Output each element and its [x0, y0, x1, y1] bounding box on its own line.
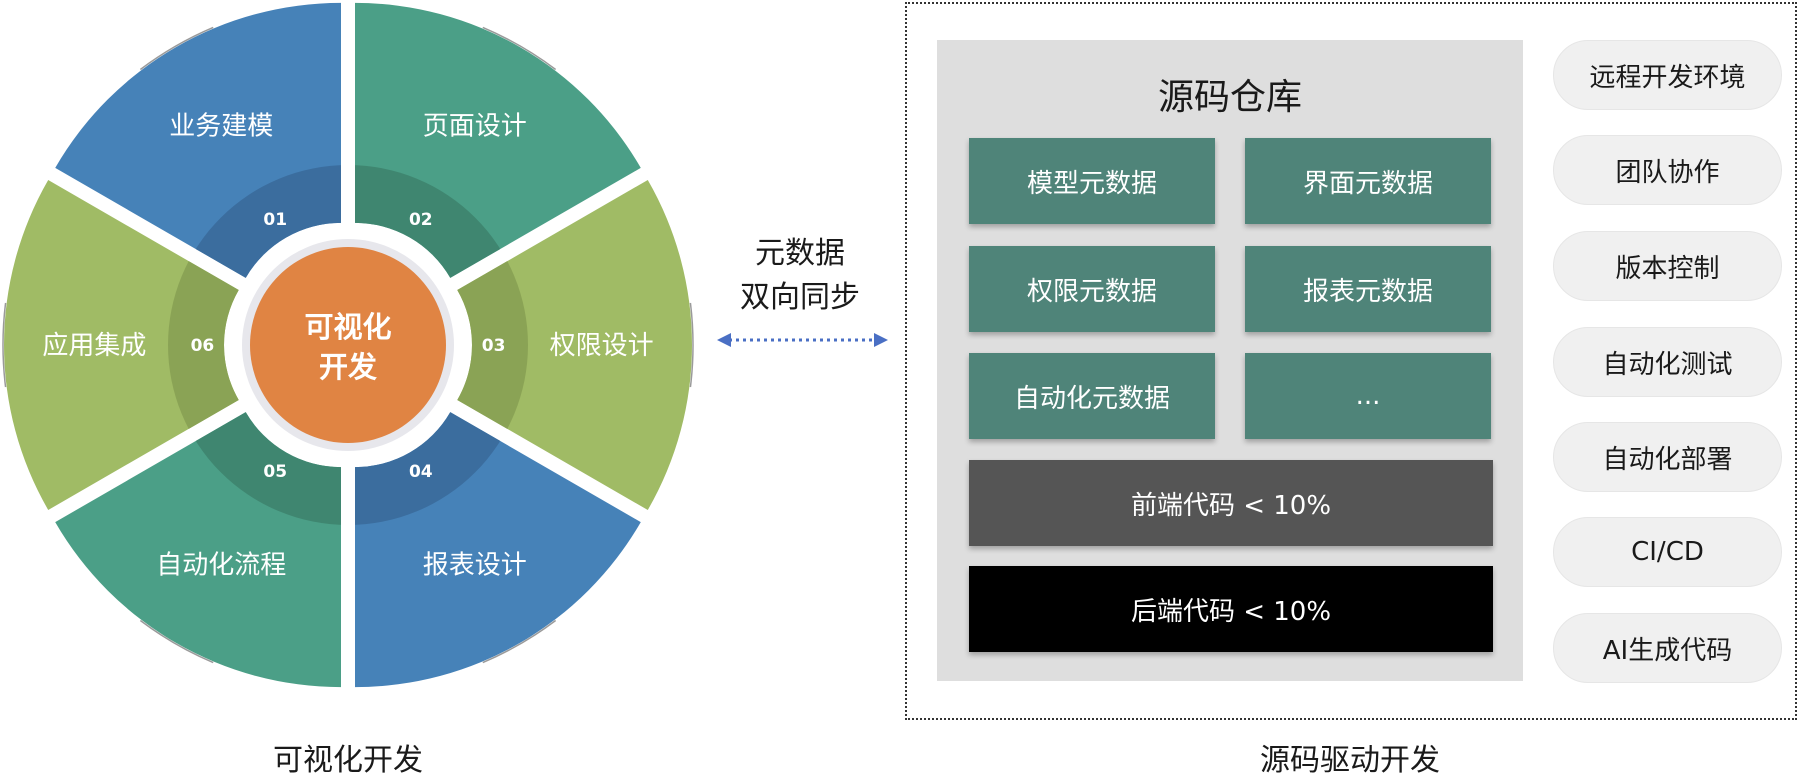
- wheel-band-04: [355, 412, 528, 525]
- meta-automation: 自动化元数据: [969, 353, 1215, 439]
- feature-team-collaboration: 团队协作: [1553, 135, 1782, 205]
- segment-label-02: 页面设计: [423, 111, 527, 141]
- segment-number-04: 04: [409, 462, 433, 482]
- visual-dev-wheel: 01 业务建模 02 页面设计 03 权限设计 04 报表设计 05 自动化流程 06 应用集成 可视化…: [2, 2, 694, 688]
- wheel-segment-03: [457, 180, 692, 510]
- guide-arc: [482, 26, 557, 71]
- meta-permission: 权限元数据: [969, 246, 1215, 332]
- segment-label-06: 应用集成: [42, 331, 146, 361]
- sync-label-line1: 元数据: [755, 236, 845, 271]
- wheel-band-05: [168, 412, 341, 525]
- center-label-line1: 可视化: [304, 310, 391, 344]
- wheel-band-01: [168, 165, 341, 278]
- bidirectional-arrow-icon: [717, 333, 888, 347]
- center-label-line2: 开发: [319, 350, 377, 384]
- segment-number-03: 03: [482, 336, 506, 356]
- guide-arc: [482, 619, 557, 664]
- feature-automated-deployment: 自动化部署: [1553, 422, 1782, 492]
- sync-label-line2: 双向同步: [740, 280, 860, 315]
- segment-label-05: 自动化流程: [156, 551, 286, 581]
- segment-label-03: 权限设计: [550, 331, 654, 361]
- meta-report: 报表元数据: [1245, 246, 1491, 332]
- wheel-segment-06: [3, 180, 239, 510]
- feature-automated-testing: 自动化测试: [1553, 327, 1782, 397]
- segment-number-01: 01: [263, 210, 287, 230]
- guide-arc: [139, 619, 214, 664]
- segment-label-04: 报表设计: [423, 551, 527, 581]
- meta-more: ...: [1245, 353, 1491, 439]
- guide-arc: [2, 302, 7, 388]
- caption-visual-development: 可视化开发: [273, 743, 423, 778]
- feature-remote-dev-env: 远程开发环境: [1553, 40, 1782, 110]
- segment-number-05: 05: [263, 462, 287, 482]
- center-circle: [250, 247, 446, 443]
- caption-source-driven-development: 源码驱动开发: [1260, 743, 1440, 778]
- segment-label-01: 业务建模: [169, 111, 273, 141]
- metadata-sync-label: 元数据 双向同步: [700, 232, 900, 320]
- feature-version-control: 版本控制: [1553, 231, 1782, 301]
- meta-model: 模型元数据: [969, 138, 1215, 224]
- backend-code-bar: 后端代码 < 10%: [969, 566, 1493, 652]
- segment-number-02: 02: [409, 210, 433, 230]
- source-driven-frame: [905, 2, 1797, 720]
- repository-title: 源码仓库: [1157, 77, 1302, 118]
- wheel-band-02: [355, 165, 528, 278]
- feature-ci-cd: CI/CD: [1553, 517, 1782, 587]
- segment-number-06: 06: [191, 336, 215, 356]
- meta-ui: 界面元数据: [1245, 138, 1491, 224]
- source-repository: 源码仓库 模型元数据 界面元数据 权限元数据 报表元数据 自动化元数据 ... …: [937, 40, 1523, 681]
- feature-ai-code-generation: AI生成代码: [1553, 613, 1782, 683]
- frontend-code-bar: 前端代码 < 10%: [969, 460, 1493, 546]
- guide-arc: [689, 302, 694, 388]
- guide-arc: [139, 26, 214, 71]
